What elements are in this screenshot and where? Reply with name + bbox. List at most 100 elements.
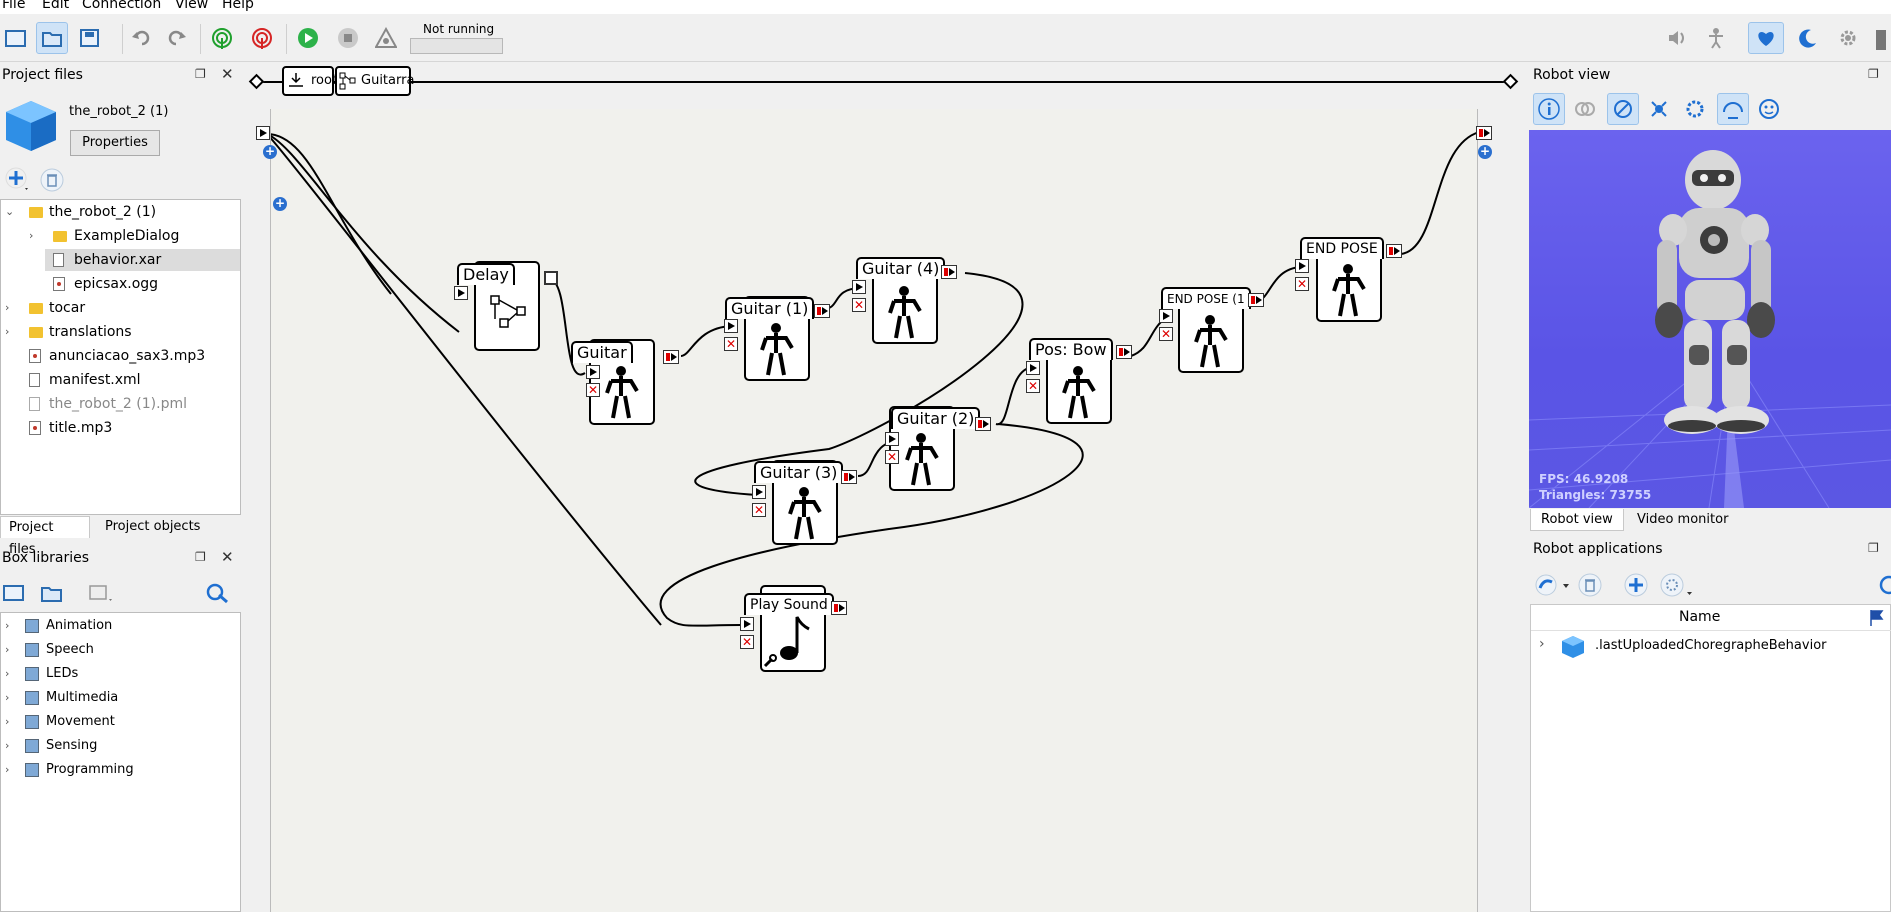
- library-menu-icon[interactable]: [88, 582, 118, 604]
- animation-mode-icon[interactable]: [1700, 22, 1732, 54]
- delete-app-icon[interactable]: [1577, 572, 1603, 598]
- guitar-2-input-port[interactable]: [885, 432, 899, 446]
- float-panel-icon[interactable]: ❐: [1868, 541, 1879, 555]
- menu-edit[interactable]: Edit: [42, 0, 70, 12]
- tree-item-pml[interactable]: the_robot_2 (1).pml: [1, 393, 240, 415]
- stop-icon[interactable]: [332, 22, 364, 54]
- guitar-4-stop-port[interactable]: ✕: [852, 298, 866, 312]
- library-item-programming[interactable]: › Programming: [1, 759, 240, 781]
- name-column-header[interactable]: Name: [1679, 609, 1721, 625]
- tab-robot-view[interactable]: Robot view: [1530, 509, 1624, 531]
- disconnect-icon[interactable]: [246, 22, 278, 54]
- end-pose-input-port[interactable]: [1295, 259, 1309, 273]
- rest-icon[interactable]: [1792, 22, 1824, 54]
- library-item-animation[interactable]: › Animation: [1, 615, 240, 637]
- overflow-icon[interactable]: [1876, 30, 1886, 50]
- float-panel-icon[interactable]: ❐: [1868, 67, 1879, 81]
- robot-3d-view[interactable]: FPS: 46.9208 Triangles: 73755: [1529, 130, 1891, 508]
- breadcrumb-guitarra[interactable]: Guitarra: [335, 66, 414, 96]
- menu-connection[interactable]: Connection: [82, 0, 162, 12]
- menu-file[interactable]: File: [2, 0, 26, 12]
- tree-item-behavior-xar[interactable]: behavior.xar: [45, 249, 240, 271]
- tab-project-objects[interactable]: Project objects: [105, 519, 201, 534]
- connect-icon[interactable]: [206, 22, 238, 54]
- play-sound-stop-port[interactable]: ✕: [740, 635, 754, 649]
- open-library-icon[interactable]: [40, 582, 64, 604]
- settings-icon[interactable]: [1832, 22, 1864, 54]
- chevron-right-icon[interactable]: ›: [29, 229, 34, 242]
- guitar-1-stop-port[interactable]: ✕: [724, 337, 738, 351]
- tree-item-translations[interactable]: › translations: [1, 321, 240, 343]
- delete-file-icon[interactable]: [40, 168, 64, 192]
- float-panel-icon[interactable]: ❐: [195, 550, 206, 564]
- flag-icon[interactable]: [1869, 609, 1885, 627]
- undo-icon[interactable]: [126, 22, 158, 54]
- menu-view[interactable]: View: [175, 0, 209, 12]
- end-pose-stop-port[interactable]: ✕: [1295, 277, 1309, 291]
- library-item-multimedia[interactable]: › Multimedia: [1, 687, 240, 709]
- app-settings-icon[interactable]: [1659, 572, 1695, 598]
- guitar-4-input-port[interactable]: [852, 280, 866, 294]
- open-file-icon[interactable]: [36, 22, 68, 54]
- close-panel-icon[interactable]: ✕: [221, 548, 234, 566]
- tree-item-title-mp3[interactable]: title.mp3: [1, 417, 240, 439]
- chevron-right-icon[interactable]: ›: [5, 643, 10, 656]
- library-item-sensing[interactable]: › Sensing: [1, 735, 240, 757]
- guitar-stop-port[interactable]: ✕: [586, 383, 600, 397]
- guitar-3-stop-port[interactable]: ✕: [752, 503, 766, 517]
- behavior-output-port[interactable]: [1476, 126, 1492, 140]
- redo-icon[interactable]: [160, 22, 192, 54]
- chevron-right-icon[interactable]: ›: [5, 763, 10, 776]
- joints-icon[interactable]: [1679, 93, 1711, 125]
- add-file-icon[interactable]: [2, 166, 32, 192]
- pos-bow-output-port[interactable]: [1116, 345, 1132, 359]
- heart-icon[interactable]: [1748, 22, 1784, 54]
- flow-canvas[interactable]: + + + Delay Guitar ✕ Guitar (1) ✕ Guitar…: [263, 109, 1492, 912]
- info-icon[interactable]: [1533, 93, 1565, 125]
- tree-item-anunciacao-mp3[interactable]: anunciacao_sax3.mp3: [1, 345, 240, 367]
- library-item-movement[interactable]: › Movement: [1, 711, 240, 733]
- debug-icon[interactable]: [370, 22, 402, 54]
- add-param-icon[interactable]: +: [273, 196, 287, 211]
- chevron-right-icon[interactable]: ›: [5, 739, 10, 752]
- guitar-3-output-port[interactable]: [841, 470, 857, 484]
- volume-icon[interactable]: [1662, 22, 1694, 54]
- guitar-3-input-port[interactable]: [752, 485, 766, 499]
- chevron-right-icon[interactable]: ›: [5, 667, 10, 680]
- guitar-2-output-port[interactable]: [975, 417, 991, 431]
- menu-help[interactable]: Help: [222, 0, 254, 12]
- behavior-input-port[interactable]: [256, 126, 270, 140]
- close-panel-icon[interactable]: ✕: [221, 65, 234, 83]
- pos-bow-stop-port[interactable]: ✕: [1026, 379, 1040, 393]
- guitar-input-port[interactable]: [586, 365, 600, 379]
- end-pose-1-output-port[interactable]: [1248, 293, 1264, 307]
- chevron-right-icon[interactable]: ›: [5, 325, 10, 338]
- end-pose-1-stop-port[interactable]: ✕: [1159, 327, 1173, 341]
- library-item-speech[interactable]: › Speech: [1, 639, 240, 661]
- guitar-output-port[interactable]: [663, 350, 679, 364]
- new-file-icon[interactable]: [0, 22, 32, 54]
- add-input-icon[interactable]: +: [263, 144, 277, 159]
- overlay-icon[interactable]: [1569, 93, 1601, 125]
- library-item-leds[interactable]: › LEDs: [1, 663, 240, 685]
- delay-output-port[interactable]: [544, 271, 558, 285]
- chevron-right-icon[interactable]: ›: [5, 691, 10, 704]
- play-sound-input-port[interactable]: [740, 617, 754, 631]
- chevron-right-icon[interactable]: ›: [5, 619, 10, 632]
- pos-bow-input-port[interactable]: [1026, 361, 1040, 375]
- sensors-icon[interactable]: [1643, 93, 1675, 125]
- new-library-icon[interactable]: [2, 582, 26, 604]
- search-library-icon[interactable]: [205, 582, 231, 604]
- tree-item-tocar[interactable]: › tocar: [1, 297, 240, 319]
- tree-item-exampledialog[interactable]: › ExampleDialog: [1, 225, 240, 247]
- tree-item-the-robot-2[interactable]: ⌄ the_robot_2 (1): [5, 204, 157, 220]
- tree-item-manifest-xml[interactable]: manifest.xml: [1, 369, 240, 391]
- tree-item-epicsax-ogg[interactable]: epicsax.ogg: [1, 273, 240, 295]
- wrench-icon[interactable]: [762, 653, 778, 669]
- chevron-right-icon[interactable]: ›: [5, 715, 10, 728]
- delay-input-port[interactable]: [454, 286, 468, 300]
- chevron-right-icon[interactable]: ›: [1539, 636, 1545, 652]
- guitar-4-output-port[interactable]: [941, 265, 957, 279]
- play-icon[interactable]: [292, 22, 324, 54]
- chevron-right-icon[interactable]: ›: [5, 301, 10, 314]
